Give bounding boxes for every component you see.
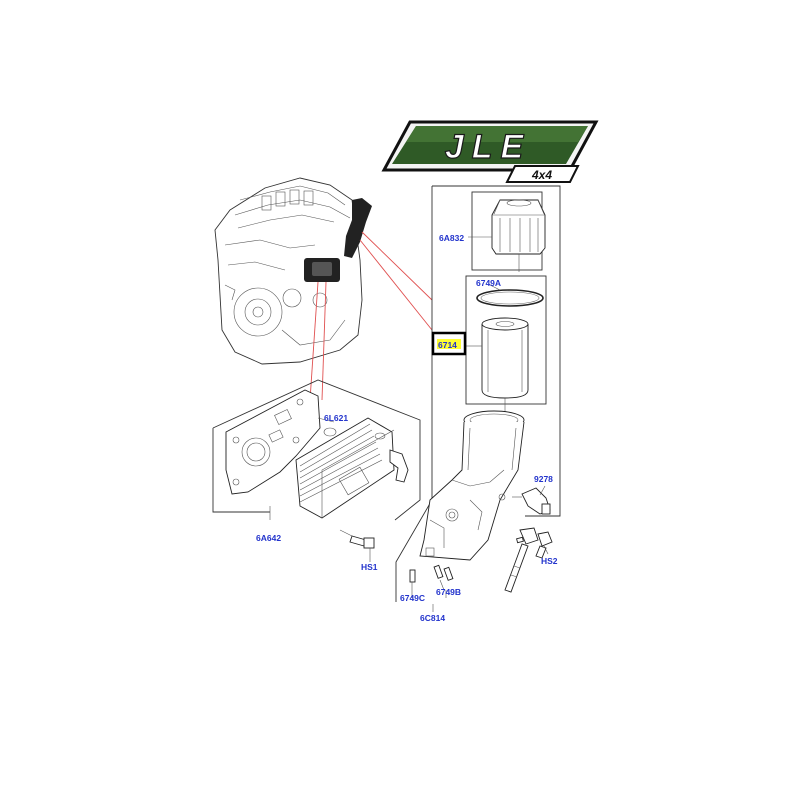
bolt-hs1 xyxy=(339,529,375,562)
label-6714[interactable]: 6714 xyxy=(438,340,457,350)
label-6749A[interactable]: 6749A xyxy=(476,278,501,288)
oil-filter-element xyxy=(481,317,529,412)
oil-pressure-sensor xyxy=(512,487,551,515)
label-HS2[interactable]: HS2 xyxy=(541,556,558,566)
label-6L621[interactable]: 6L621 xyxy=(324,413,348,423)
label-6A832[interactable]: 6A832 xyxy=(439,233,464,243)
logo-brand: JLE xyxy=(445,128,531,166)
engine-illustration xyxy=(214,177,372,365)
o-ring xyxy=(476,289,544,307)
bolt-hs2 xyxy=(504,527,539,593)
oil-cooler-gasket xyxy=(225,389,321,495)
logo-sub: 4x4 xyxy=(531,168,552,182)
highlight-box-6714 xyxy=(431,331,467,356)
oil-filter-housing xyxy=(419,410,525,561)
oil-filter-cap xyxy=(491,199,546,272)
oil-cooler xyxy=(295,417,409,519)
bolt-hs2-right xyxy=(535,531,553,559)
dowel-pins xyxy=(409,564,454,592)
label-6749C[interactable]: 6749C xyxy=(400,593,425,603)
label-HS1[interactable]: HS1 xyxy=(361,562,378,572)
highlight-fill-6714 xyxy=(437,339,461,349)
logo: JLE 4x4 xyxy=(381,120,599,183)
label-9278[interactable]: 9278 xyxy=(534,474,553,484)
callout-lines xyxy=(309,231,433,401)
label-6C814[interactable]: 6C814 xyxy=(420,613,445,623)
oil-cooler-frame xyxy=(212,379,421,521)
label-6A642[interactable]: 6A642 xyxy=(256,533,281,543)
leader-lines xyxy=(269,236,549,612)
label-6749B[interactable]: 6749B xyxy=(436,587,461,597)
